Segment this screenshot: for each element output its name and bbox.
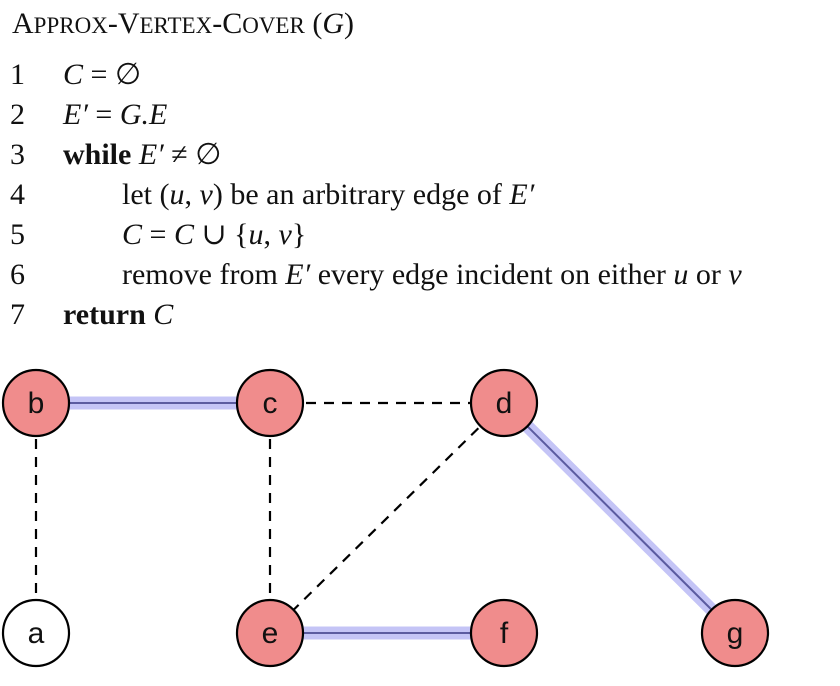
title-name-part: PPROX — [33, 13, 108, 38]
line-text: E′ = G.E — [63, 98, 168, 131]
node-a-label: a — [28, 617, 45, 650]
node-g-circle — [700, 598, 770, 668]
line-text: let (u, v) be an arbitrary edge of E′ — [122, 178, 535, 211]
pseudocode-line: 3 while E′ ≠ ∅ — [0, 135, 840, 175]
line-text: E′ ≠ ∅ — [138, 138, 222, 171]
node-d-circle — [469, 368, 539, 438]
title-name-part: -C — [212, 7, 243, 40]
node-c-label: c — [263, 387, 278, 420]
algorithm-title: APPROX-VERTEX-COVER (G) — [12, 4, 354, 46]
line-body: while E′ ≠ ∅ — [63, 135, 221, 175]
title-name-part: A — [12, 7, 34, 40]
line-text: remove from E′ every edge incident on ei… — [122, 258, 742, 291]
node-e-circle — [235, 598, 305, 668]
line-text: C — [153, 298, 174, 331]
pseudocode-line: 4 let (u, v) be an arbitrary edge of E′ — [0, 175, 840, 215]
title-name-part: ERTEX — [139, 13, 213, 38]
node-e-label: e — [262, 617, 279, 650]
keyword-return: return — [63, 298, 146, 331]
node-b: b — [1, 368, 71, 438]
node-f-label: f — [500, 617, 509, 650]
pseudocode-line: 6 remove from E′ every edge incident on e… — [0, 255, 840, 295]
line-number: 7 — [10, 298, 25, 331]
node-b-label: b — [28, 387, 45, 420]
line-number: 3 — [10, 138, 25, 171]
title-param: G — [322, 7, 344, 40]
node-a: a — [1, 598, 71, 668]
node-d: d — [469, 368, 539, 438]
line-body: remove from E′ every edge incident on ei… — [122, 255, 742, 295]
pseudocode-line: 5 C = C ∪ {u, v} — [0, 215, 840, 255]
title-name-part: -V — [107, 7, 140, 40]
line-number: 1 — [10, 58, 25, 91]
line-body: let (u, v) be an arbitrary edge of E′ — [122, 175, 534, 215]
line-text: C = C ∪ {u, v} — [122, 218, 307, 251]
node-f-circle — [469, 598, 539, 668]
line-text: C = ∅ — [63, 58, 142, 91]
line-body: E′ = G.E — [63, 95, 167, 135]
line-number: 6 — [10, 258, 25, 291]
keyword-while: while — [63, 138, 132, 171]
node-d-label: d — [496, 387, 513, 420]
node-g: g — [700, 598, 770, 668]
line-number: 2 — [10, 98, 25, 131]
pseudocode-line: 7 return C — [0, 295, 840, 335]
node-e: e — [235, 598, 305, 668]
pseudocode-line: 2 E′ = G.E — [0, 95, 840, 135]
pseudocode-line: 1 C = ∅ — [0, 55, 840, 95]
title-name-part: OVER — [242, 13, 305, 38]
node-b-circle — [1, 368, 71, 438]
line-body: return C — [63, 295, 173, 335]
line-body: C = ∅ — [63, 55, 141, 95]
line-number: 5 — [10, 218, 25, 251]
node-g-label: g — [727, 617, 744, 650]
title-close-paren: ) — [344, 7, 354, 40]
node-a-circle — [1, 598, 71, 668]
line-body: C = C ∪ {u, v} — [122, 215, 306, 255]
node-c-circle — [235, 368, 305, 438]
line-number: 4 — [10, 178, 25, 211]
removed-edge-d-e — [269, 402, 505, 634]
title-open-paren: ( — [304, 7, 323, 40]
node-f: f — [469, 598, 539, 668]
node-c: c — [235, 368, 305, 438]
algorithm-name: APPROX-VERTEX-COVER — [12, 7, 305, 40]
selected-edge-d-g — [503, 402, 736, 634]
